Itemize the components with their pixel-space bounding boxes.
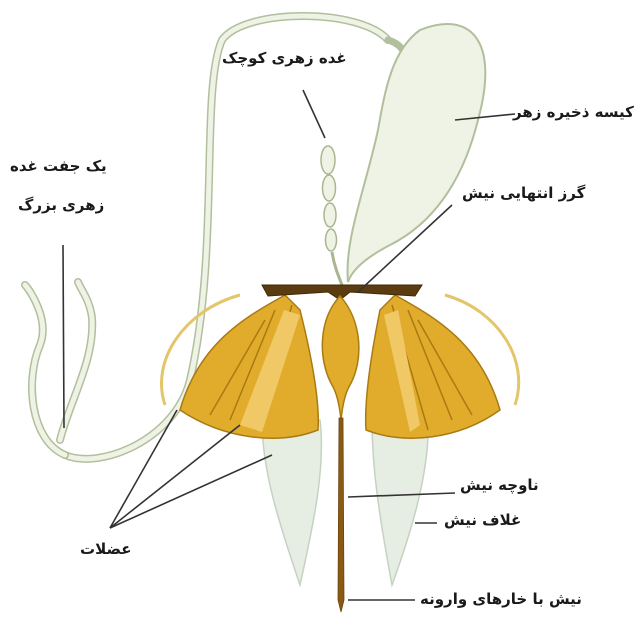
label-sting-bulb: گرز انتهایی نیش bbox=[462, 186, 585, 201]
label-small-venom-gland: غده زهری کوچک bbox=[222, 51, 347, 66]
sting-bulb bbox=[322, 296, 359, 420]
label-sting-sheath: غلاف نیش bbox=[444, 513, 521, 528]
label-barbed-sting: نیش با خارهای وارونه bbox=[420, 592, 582, 607]
muscles-right bbox=[366, 295, 519, 438]
label-large-glands-line1: یک جفت غده bbox=[10, 159, 107, 174]
venom-reservoir bbox=[348, 24, 486, 282]
small-venom-gland bbox=[321, 146, 342, 285]
muscles-left bbox=[162, 295, 319, 438]
label-large-glands-line2: زهری بزرگ bbox=[18, 198, 104, 213]
sting-shaft bbox=[338, 418, 344, 612]
label-sting-groove: ناوچه نیش bbox=[460, 478, 539, 493]
sting-sheaths bbox=[262, 420, 428, 585]
label-muscles: عضلات bbox=[80, 542, 132, 557]
label-venom-reservoir: کیسه ذخیره زهر bbox=[513, 105, 634, 120]
